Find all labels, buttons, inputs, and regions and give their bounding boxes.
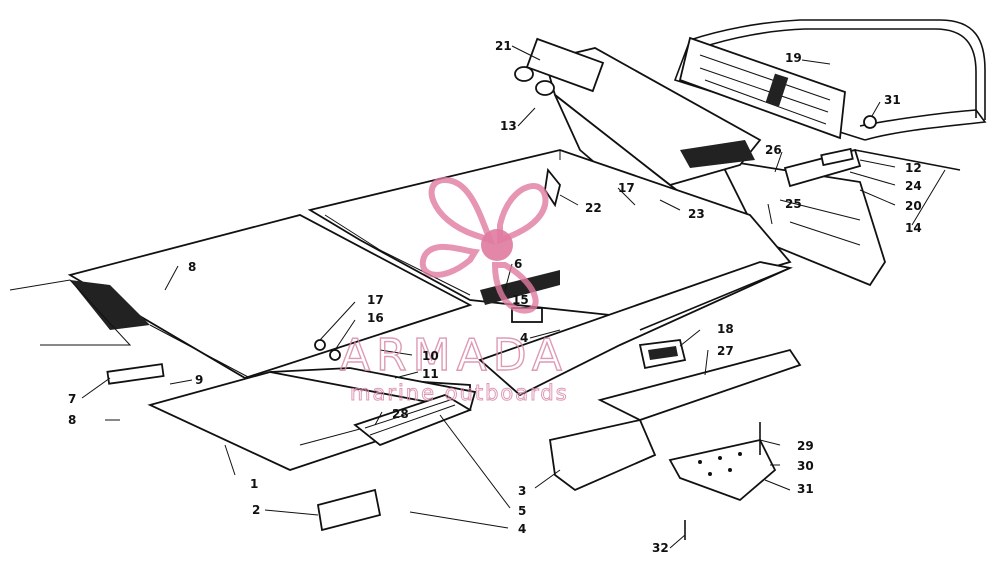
callout-3: 3 [518,484,526,498]
callout-11: 11 [422,367,439,381]
callout-4-center: 4 [520,331,528,345]
callout-31: 31 [884,93,901,107]
rear-step [668,438,777,502]
watermark-subtitle: marine outboards [350,381,569,405]
callout-9: 9 [195,373,203,387]
license-plate [316,488,382,532]
callout-8-top: 8 [188,260,196,274]
callout-17-left: 17 [367,293,384,307]
reflector [638,339,687,370]
callout-15: 15 [512,293,529,307]
callout-20: 20 [905,199,922,213]
callout-29: 29 [797,439,814,453]
step-bracket [548,418,657,492]
callout-labels: 21 19 31 13 26 12 24 20 14 25 17 22 23 6… [68,39,922,555]
callout-7: 7 [68,392,76,406]
callout-12: 12 [905,161,922,175]
foot-pad [353,394,473,447]
left-running-board [9,214,473,379]
callout-26: 26 [765,143,782,157]
callout-30: 30 [797,459,814,473]
right-running-board [478,261,793,397]
callout-24: 24 [905,179,922,193]
callout-1: 1 [250,477,258,491]
small-parts [106,115,877,540]
leader-lines [81,45,946,549]
hinge-rod [783,147,961,188]
rear-bumper-frame [673,19,987,141]
callout-16: 16 [367,311,384,325]
bracket-rail [597,348,802,421]
callout-6: 6 [514,257,522,271]
callout-22: 22 [585,201,602,215]
callout-19: 19 [785,51,802,65]
callout-4-bottom: 4 [518,522,526,536]
callout-14: 14 [905,221,922,235]
callout-13: 13 [500,119,517,133]
callout-2: 2 [252,503,260,517]
callout-17-top: 17 [618,181,635,195]
callout-21: 21 [495,39,512,53]
callout-32: 32 [652,541,669,555]
callout-28: 28 [392,407,409,421]
callout-18: 18 [717,322,734,336]
watermark: ARMADA marine outboards [339,176,569,406]
callout-5: 5 [518,504,526,518]
callout-8-bottom: 8 [68,413,76,427]
callout-10: 10 [422,349,439,363]
seat-back-assembly [514,37,762,211]
watermark-title: ARMADA [340,330,568,381]
propeller-logo-icon [419,176,549,314]
callout-27: 27 [717,344,734,358]
callout-25: 25 [785,197,802,211]
callout-31-bottom: 31 [797,482,814,496]
callout-23: 23 [688,207,705,221]
